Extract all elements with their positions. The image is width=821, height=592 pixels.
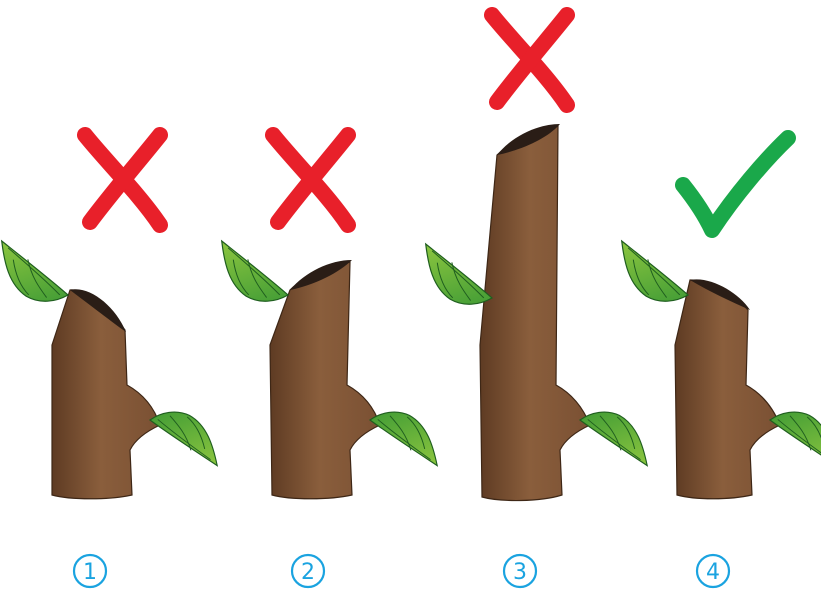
cut-surface (497, 124, 560, 155)
x-mark-icon (77, 127, 168, 233)
upper-bud-leaf (608, 240, 698, 309)
side-bud-leaf (573, 407, 656, 467)
cut-surface (690, 279, 750, 310)
number-badge-3: 3 (502, 553, 538, 589)
upper-bud-leaf (0, 240, 78, 309)
stem (269, 261, 381, 500)
cut-surface (290, 260, 352, 290)
branch-cut-4 (608, 240, 821, 500)
number-badge-2: 2 (290, 553, 326, 589)
stem (479, 124, 591, 502)
cut-number-4: 4 (706, 560, 720, 585)
cut-number-1: 1 (83, 560, 97, 585)
upper-bud-leaf (208, 240, 298, 309)
branch-cut-2 (208, 240, 446, 500)
cut-surface (70, 289, 126, 332)
number-badge-1: 1 (72, 553, 108, 589)
cut-number-3: 3 (513, 560, 527, 585)
side-bud-leaf (363, 407, 446, 467)
stem (51, 289, 161, 500)
number-badge-4: 4 (695, 553, 731, 589)
side-bud-leaf (143, 407, 226, 467)
branch-cut-1 (0, 240, 226, 500)
branch-cut-3 (412, 124, 656, 502)
x-mark-icon (484, 7, 575, 113)
cut-number-2: 2 (301, 560, 315, 585)
checkmark-icon (675, 130, 796, 238)
stem (674, 279, 781, 500)
x-mark-icon (265, 127, 356, 233)
